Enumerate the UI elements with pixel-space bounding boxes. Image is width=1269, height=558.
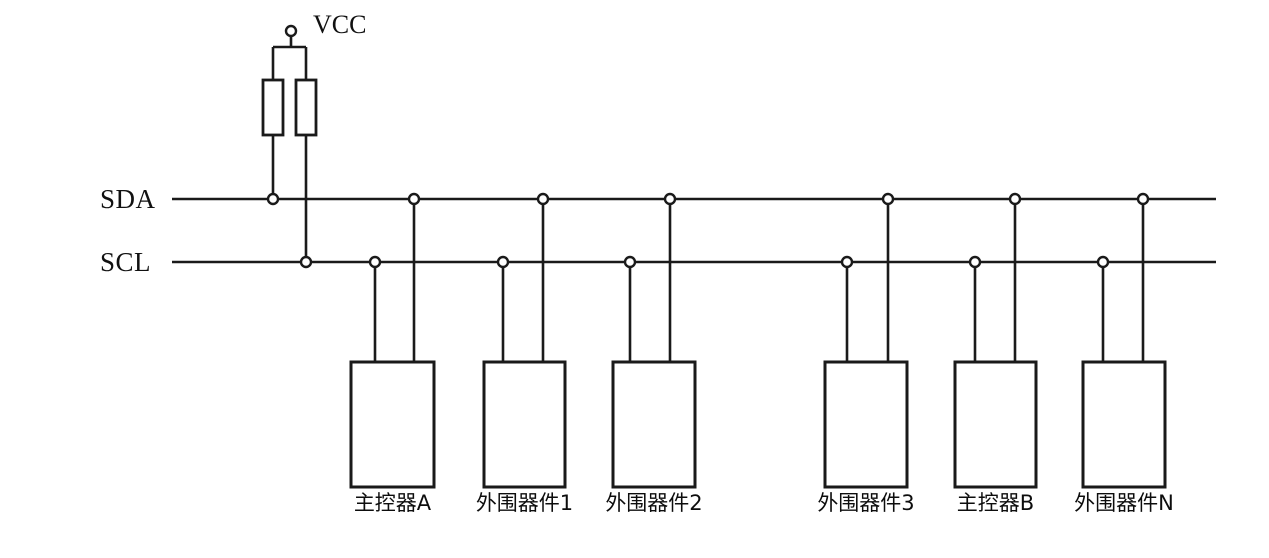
pull-up-resistor-scl [294,78,318,137]
device-label-master-a: 主控器A [353,491,432,515]
scl-bus-label: SCL [100,247,152,277]
device-peripheral-3-box[interactable] [823,360,909,489]
device-peripheral-1-box[interactable] [482,360,567,489]
sda-junction-2 [536,192,550,206]
scl-junction-3 [623,255,637,269]
sda-junction-4 [881,192,895,206]
pull-up-resistor-sda [261,78,285,137]
sda-junction-5 [1008,192,1022,206]
scl-junction-6 [1096,255,1110,269]
device-master-a-box[interactable] [349,360,436,489]
scl-junction-4 [840,255,854,269]
device-peripheral-n-box[interactable] [1081,360,1167,489]
device-master-b-box[interactable] [953,360,1038,489]
device-label-peripheral-n: 外围器件N [1074,491,1174,515]
sda-junction-6 [1136,192,1150,206]
scl-junction-2 [496,255,510,269]
scl-junction-1 [368,255,382,269]
sda-junction-1 [407,192,421,206]
scl-junction-5 [968,255,982,269]
sda-bus-label: SDA [100,184,156,214]
device-peripheral-2-box[interactable] [611,360,697,489]
sda-junction-3 [663,192,677,206]
scl-junction-0 [299,255,313,269]
device-label-master-b: 主控器B [956,491,1035,515]
sda-junction-0 [266,192,280,206]
device-label-peripheral-1: 外围器件1 [475,491,574,515]
device-label-peripheral-2: 外围器件2 [605,491,703,515]
device-label-peripheral-3: 外围器件3 [817,491,915,515]
vcc-terminal-node [284,24,298,38]
vcc-label: VCC [313,10,367,39]
